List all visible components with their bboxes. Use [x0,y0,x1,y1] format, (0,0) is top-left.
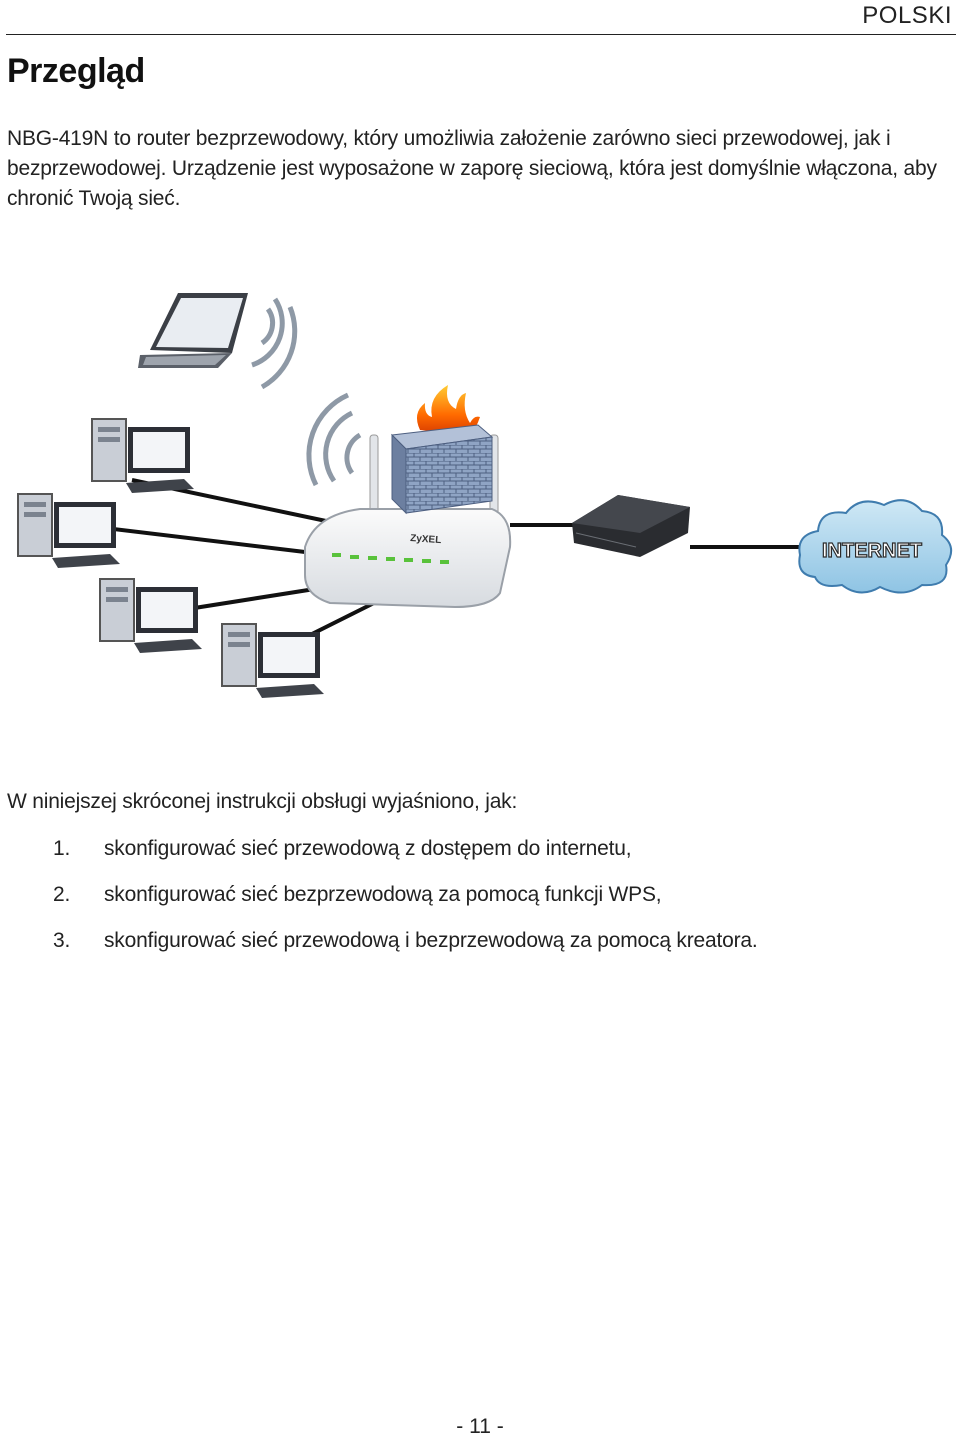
laptop-wireless-icon [251,297,298,390]
desktop-computer-icon [221,623,324,698]
list-item-text: skonfigurować sieć przewodową i bezprzew… [104,929,758,952]
list-item-number: 2. [53,883,71,906]
router-wireless-icon [306,392,362,487]
desktop-computer-icon [99,578,202,653]
list-item-text: skonfigurować sieć przewodową z dostępem… [104,837,632,860]
laptop-icon [138,293,248,368]
intro-paragraph: NBG-419N to router bezprzewodowy, który … [7,127,937,210]
list-intro: W niniejszej skróconej instrukcji obsług… [7,790,518,813]
firewall-icon [390,385,494,515]
router-brand-label: ZyXEL [410,533,442,546]
header-rule [6,34,956,35]
desktop-computer-icon [17,493,120,568]
list-item-number: 1. [53,837,71,860]
desktop-computer-icon [91,418,194,493]
list-item-text: skonfigurować sieć bezprzewodową za pomo… [104,883,662,906]
list-item-number: 3. [53,929,71,952]
language-label: POLSKI [862,2,952,29]
modem-icon [572,495,690,557]
internet-cloud-icon: INTERNET [798,499,953,594]
cloud-label: INTERNET [822,540,922,562]
section-title: Przegląd [7,52,145,90]
page-number: - 11 - [456,1415,504,1438]
network-diagram: ZyXEL INTERNET [17,293,953,698]
